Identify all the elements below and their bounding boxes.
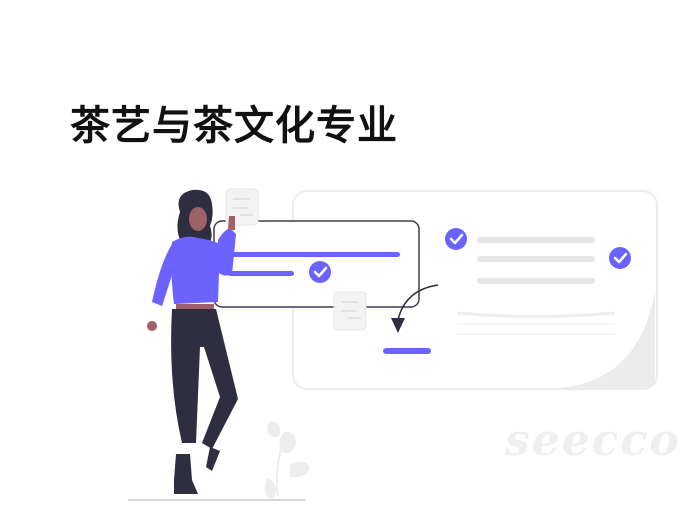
curved-arrow-icon [391, 284, 439, 333]
plant-icon [265, 421, 310, 499]
note-paper-icon [333, 291, 367, 331]
check-icon [445, 228, 467, 250]
check-icon [609, 247, 631, 269]
check-icon [309, 261, 331, 283]
page-title: 茶艺与茶文化专业 [70, 103, 398, 149]
watermark: seecco [505, 415, 681, 466]
woman-figure [147, 189, 238, 494]
accent-bar [383, 348, 431, 354]
